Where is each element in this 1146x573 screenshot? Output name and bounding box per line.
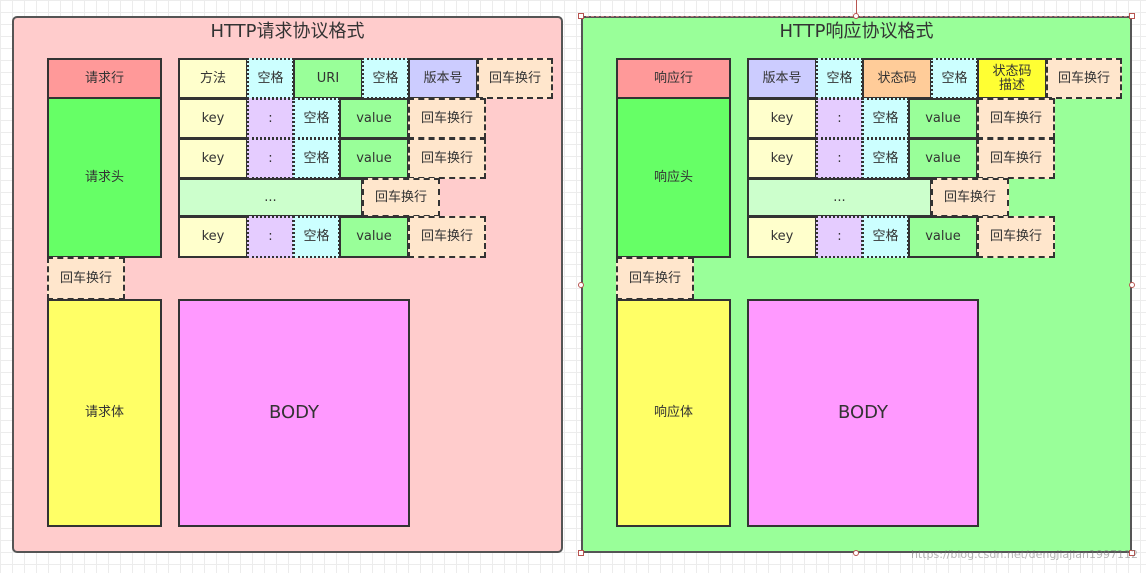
space-field: 空格 bbox=[247, 58, 294, 99]
header-space: 空格 bbox=[293, 98, 340, 139]
header-key: key bbox=[178, 216, 248, 258]
request-panel: HTTP请求协议格式 请求行 请求头 回车换行 请求体 方法 空格 URI 空格… bbox=[12, 16, 563, 553]
header-key: key bbox=[747, 216, 817, 258]
header-key: key bbox=[178, 138, 248, 179]
request-head-label: 请求头 bbox=[47, 97, 162, 258]
method-field: 方法 bbox=[178, 58, 248, 99]
request-body: BODY bbox=[178, 299, 410, 527]
header-crlf: 回车换行 bbox=[362, 178, 440, 217]
resize-handle-left[interactable] bbox=[578, 282, 584, 288]
resize-handle-bottom-right[interactable] bbox=[1129, 550, 1135, 556]
resize-handle-top-right[interactable] bbox=[1129, 13, 1135, 19]
request-body-label: 请求体 bbox=[47, 299, 162, 527]
header-key: key bbox=[178, 98, 248, 139]
header-value: value bbox=[908, 216, 978, 258]
crlf-field: 回车换行 bbox=[477, 58, 553, 99]
watermark: https://blog.csdn.net/dengjiajian1997112 bbox=[910, 548, 1138, 561]
request-title: HTTP请求协议格式 bbox=[210, 21, 365, 42]
response-body: BODY bbox=[747, 299, 979, 527]
header-value: value bbox=[908, 138, 978, 179]
header-space: 空格 bbox=[862, 98, 909, 139]
header-value: value bbox=[339, 98, 409, 139]
header-colon: : bbox=[816, 98, 863, 139]
version-field: 版本号 bbox=[747, 58, 817, 99]
rotation-handle-line bbox=[856, 0, 857, 14]
header-colon: : bbox=[816, 138, 863, 179]
response-crlf-separator: 回车换行 bbox=[616, 257, 694, 300]
header-value: value bbox=[908, 98, 978, 139]
header-crlf: 回车换行 bbox=[977, 216, 1055, 258]
resize-handle-bottom-left[interactable] bbox=[578, 550, 584, 556]
uri-field: URI bbox=[293, 58, 363, 99]
header-ellipsis: ... bbox=[747, 178, 932, 217]
status-text-field: 状态码 描述 bbox=[977, 58, 1047, 99]
header-space: 空格 bbox=[293, 138, 340, 179]
resize-handle-top[interactable] bbox=[853, 13, 859, 19]
header-crlf: 回车换行 bbox=[977, 98, 1055, 139]
resize-handle-top-left[interactable] bbox=[578, 13, 584, 19]
resize-handle-bottom[interactable] bbox=[853, 550, 859, 556]
header-crlf: 回车换行 bbox=[931, 178, 1009, 217]
header-key: key bbox=[747, 138, 817, 179]
header-key: key bbox=[747, 98, 817, 139]
response-head-label: 响应头 bbox=[616, 97, 731, 258]
space-field: 空格 bbox=[362, 58, 409, 99]
response-title: HTTP响应协议格式 bbox=[779, 21, 934, 42]
header-value: value bbox=[339, 216, 409, 258]
header-ellipsis: ... bbox=[178, 178, 363, 217]
request-crlf-separator: 回车换行 bbox=[47, 257, 125, 300]
header-value: value bbox=[339, 138, 409, 179]
header-crlf: 回车换行 bbox=[408, 216, 486, 258]
response-panel[interactable]: HTTP响应协议格式 响应行 响应头 回车换行 响应体 版本号 空格 状态码 空… bbox=[581, 16, 1132, 553]
space-field: 空格 bbox=[816, 58, 863, 99]
version-field: 版本号 bbox=[408, 58, 478, 99]
header-space: 空格 bbox=[293, 216, 340, 258]
response-line-label: 响应行 bbox=[616, 58, 731, 99]
header-crlf: 回车换行 bbox=[408, 138, 486, 179]
header-crlf: 回车换行 bbox=[408, 98, 486, 139]
header-colon: : bbox=[247, 138, 294, 179]
resize-handle-right[interactable] bbox=[1129, 282, 1135, 288]
header-space: 空格 bbox=[862, 138, 909, 179]
request-line-label: 请求行 bbox=[47, 58, 162, 99]
response-body-label: 响应体 bbox=[616, 299, 731, 527]
crlf-field: 回车换行 bbox=[1046, 58, 1122, 99]
header-crlf: 回车换行 bbox=[977, 138, 1055, 179]
header-space: 空格 bbox=[862, 216, 909, 258]
header-colon: : bbox=[247, 98, 294, 139]
header-colon: : bbox=[816, 216, 863, 258]
space-field: 空格 bbox=[931, 58, 978, 99]
header-colon: : bbox=[247, 216, 294, 258]
status-code-field: 状态码 bbox=[862, 58, 932, 99]
